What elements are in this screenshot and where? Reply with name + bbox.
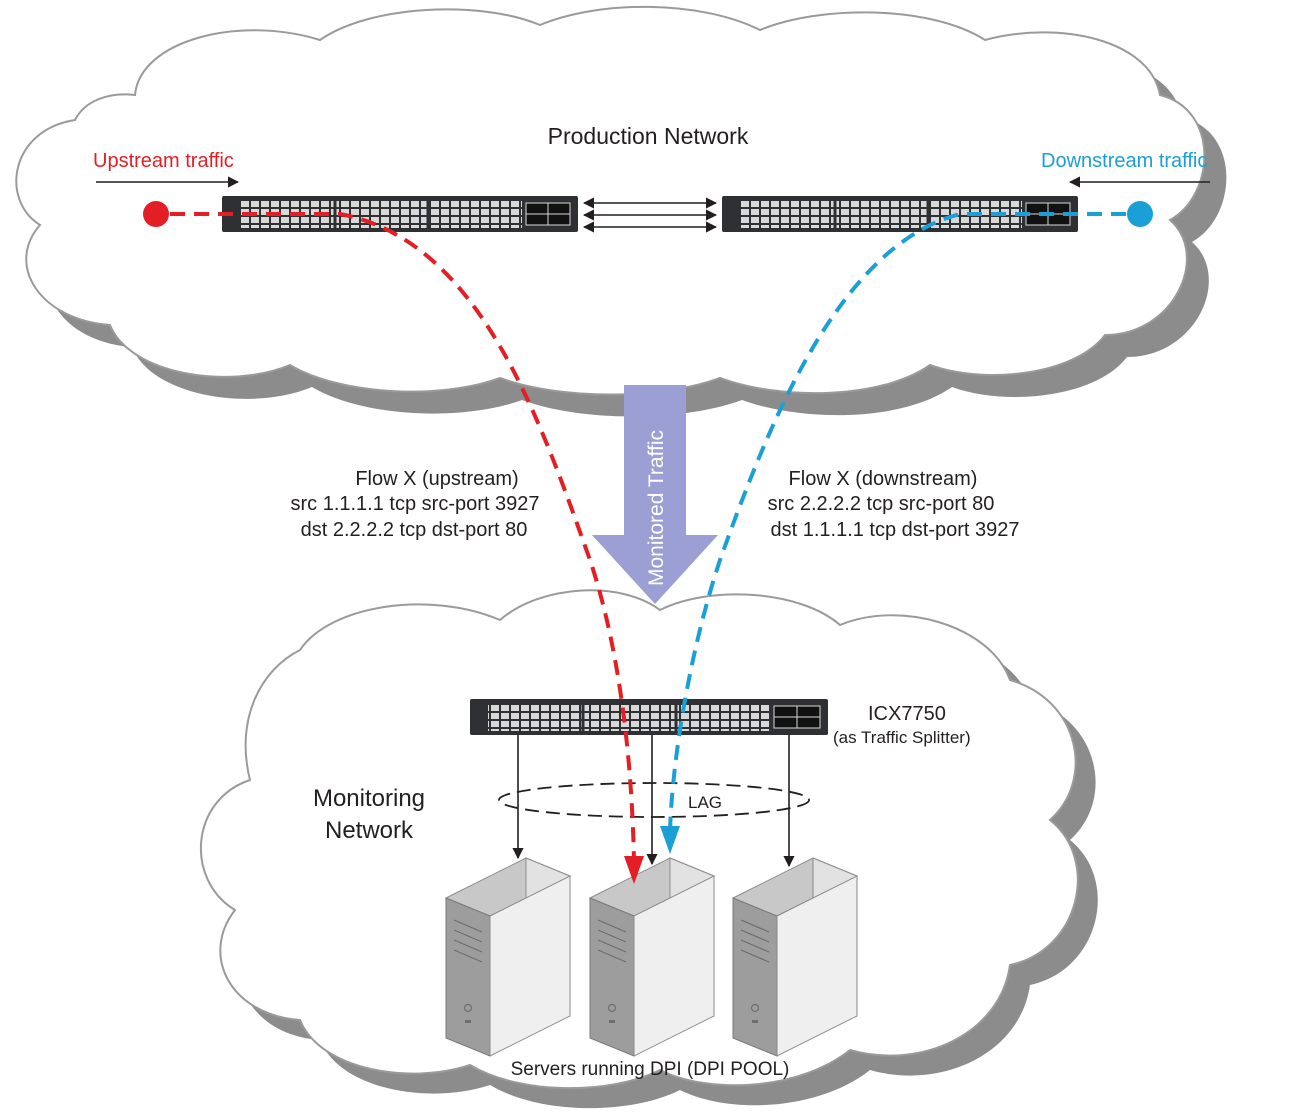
flow-upstream-line1: Flow X (upstream) [355, 468, 518, 490]
flow-upstream-text: Flow X (upstream) src 1.1.1.1 tcp src-po… [290, 468, 539, 541]
servers-label: Servers running DPI (DPI POOL) [511, 1059, 790, 1080]
upstream-traffic-label: Upstream traffic [93, 150, 234, 172]
flow-downstream-line2: src 2.2.2.2 tcp src-port 80 [768, 493, 995, 515]
production-switch-right [722, 196, 1078, 232]
downstream-source-dot [1127, 201, 1153, 227]
flow-downstream-text: Flow X (downstream) src 2.2.2.2 tcp src-… [768, 468, 1020, 541]
downstream-flow-path [660, 201, 1153, 854]
monitoring-network-cloud [199, 589, 1098, 1109]
flow-upstream-line3: dst 2.2.2.2 tcp dst-port 80 [301, 519, 528, 541]
upstream-flow-path [143, 201, 644, 884]
icx7750-splitter-switch [470, 699, 828, 735]
downstream-traffic-label: Downstream traffic [1041, 150, 1207, 172]
inter-switch-links [582, 197, 718, 233]
flow-upstream-line2: src 1.1.1.1 tcp src-port 3927 [290, 493, 539, 515]
production-switch-left [222, 196, 578, 232]
lag-label: LAG [688, 793, 722, 812]
splitter-model-label: ICX7750 [868, 703, 946, 725]
lag-ellipse [498, 782, 810, 818]
flow-downstream-line1: Flow X (downstream) [789, 468, 978, 490]
splitter-server-links [512, 735, 795, 868]
monitored-traffic-label: Monitored Traffic [645, 430, 668, 586]
monitored-traffic-arrow: Monitored Traffic [592, 385, 718, 604]
flow-downstream-line3: dst 1.1.1.1 tcp dst-port 3927 [770, 519, 1019, 541]
monitoring-network-title-line1: Monitoring [313, 785, 425, 812]
splitter-role-label: (as Traffic Splitter) [833, 728, 971, 747]
upstream-source-dot [143, 201, 169, 227]
monitoring-network-title-line2: Network [325, 817, 414, 844]
production-network-title: Production Network [548, 123, 749, 149]
